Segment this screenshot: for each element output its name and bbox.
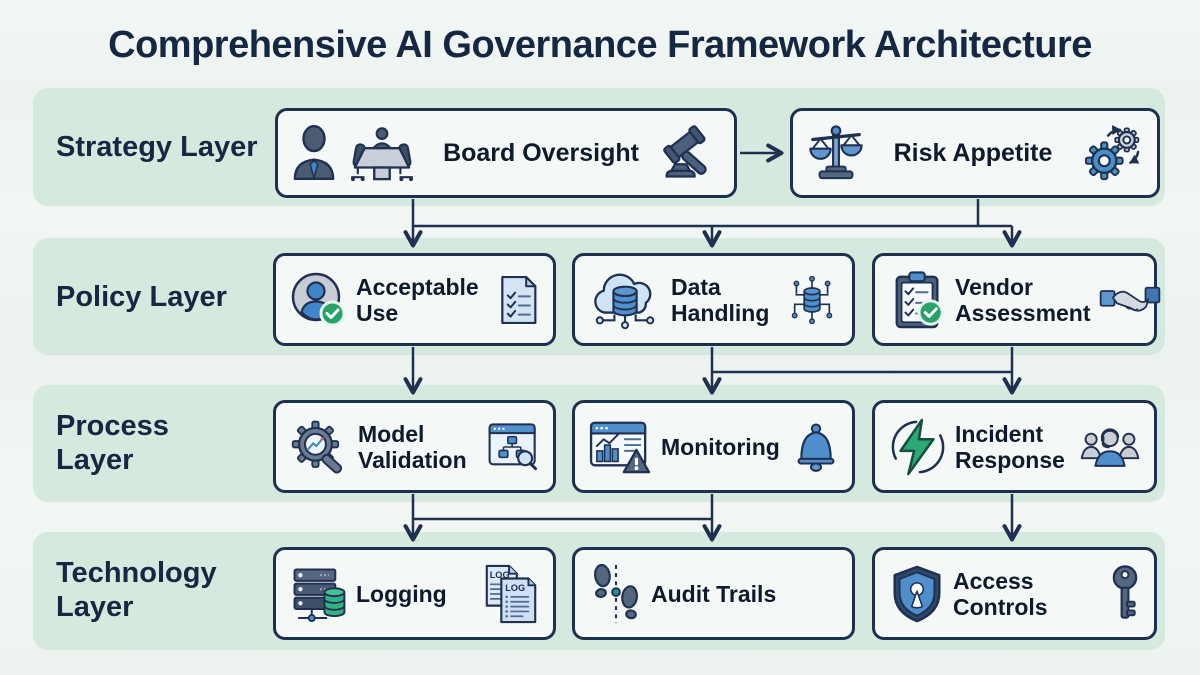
- node-label: Logging: [356, 580, 447, 607]
- footprints-icon: [594, 563, 638, 623]
- strategy-layer-label: Strategy Layer: [56, 131, 258, 163]
- policy-layer-label: Policy Layer: [56, 281, 227, 313]
- clipboard-check-icon: [895, 270, 944, 328]
- user-approved-icon: [291, 272, 346, 326]
- node-label: Model Validation: [358, 420, 467, 473]
- server-stack-icon: [293, 568, 346, 622]
- node-audit-trails: Audit Trails: [572, 547, 855, 640]
- dashboard-alert-icon: [589, 421, 651, 473]
- process-layer-label: Process Layer: [56, 410, 169, 476]
- flowchart-window-icon: [488, 422, 538, 470]
- svg-text:LOG: LOG: [490, 570, 510, 580]
- node-model-validation: Model Validation: [273, 400, 556, 493]
- node-label: Incident Response: [955, 420, 1065, 473]
- page-title: Comprehensive AI Governance Framework Ar…: [108, 24, 1092, 66]
- response-team-icon: [1080, 427, 1140, 467]
- node-acceptable-use: Acceptable Use: [273, 253, 556, 346]
- bell-icon: [797, 423, 835, 472]
- node-access-controls: Access Controls: [872, 547, 1157, 640]
- handshake-icon: [1099, 286, 1160, 312]
- node-incident-response: Incident Response: [872, 400, 1157, 493]
- node-label: Data Handling: [671, 273, 770, 326]
- shield-keyhole-icon: [893, 565, 941, 622]
- cloud-database-icon: [594, 273, 655, 329]
- gear-magnifier-icon: [291, 420, 343, 474]
- technology-layer-label: Technology Layer: [56, 557, 217, 623]
- node-label: Vendor Assessment: [955, 273, 1091, 326]
- log-files-icon: LOG LOG: [485, 564, 537, 623]
- node-board-oversight: Board Oversight: [275, 108, 737, 198]
- node-monitoring: Monitoring: [572, 400, 855, 493]
- node-vendor-assessment: Vendor Assessment: [872, 253, 1160, 346]
- svg-text:LOG: LOG: [505, 583, 525, 593]
- balance-scale-icon: [809, 125, 863, 180]
- node-data-handling: Data Handling: [572, 253, 855, 346]
- key-icon: [1112, 564, 1138, 619]
- node-label: Acceptable Use: [356, 273, 479, 326]
- node-logging: Logging LOG LOG: [273, 547, 556, 640]
- node-label: Access Controls: [953, 567, 1048, 620]
- boardroom-table-icon: [350, 127, 414, 182]
- lightning-bolt-icon: [891, 418, 945, 475]
- node-label: Monitoring: [661, 433, 780, 460]
- node-label: Risk Appetite: [893, 138, 1053, 167]
- node-label: Audit Trails: [651, 580, 777, 607]
- gears-icon: [1084, 124, 1140, 181]
- node-risk-appetite: Risk Appetite: [790, 108, 1160, 198]
- gavel-icon: [663, 125, 707, 178]
- node-label: Board Oversight: [443, 138, 639, 167]
- business-person-icon: [293, 125, 335, 181]
- database-network-icon: [791, 275, 833, 324]
- checklist-document-icon: [501, 275, 537, 324]
